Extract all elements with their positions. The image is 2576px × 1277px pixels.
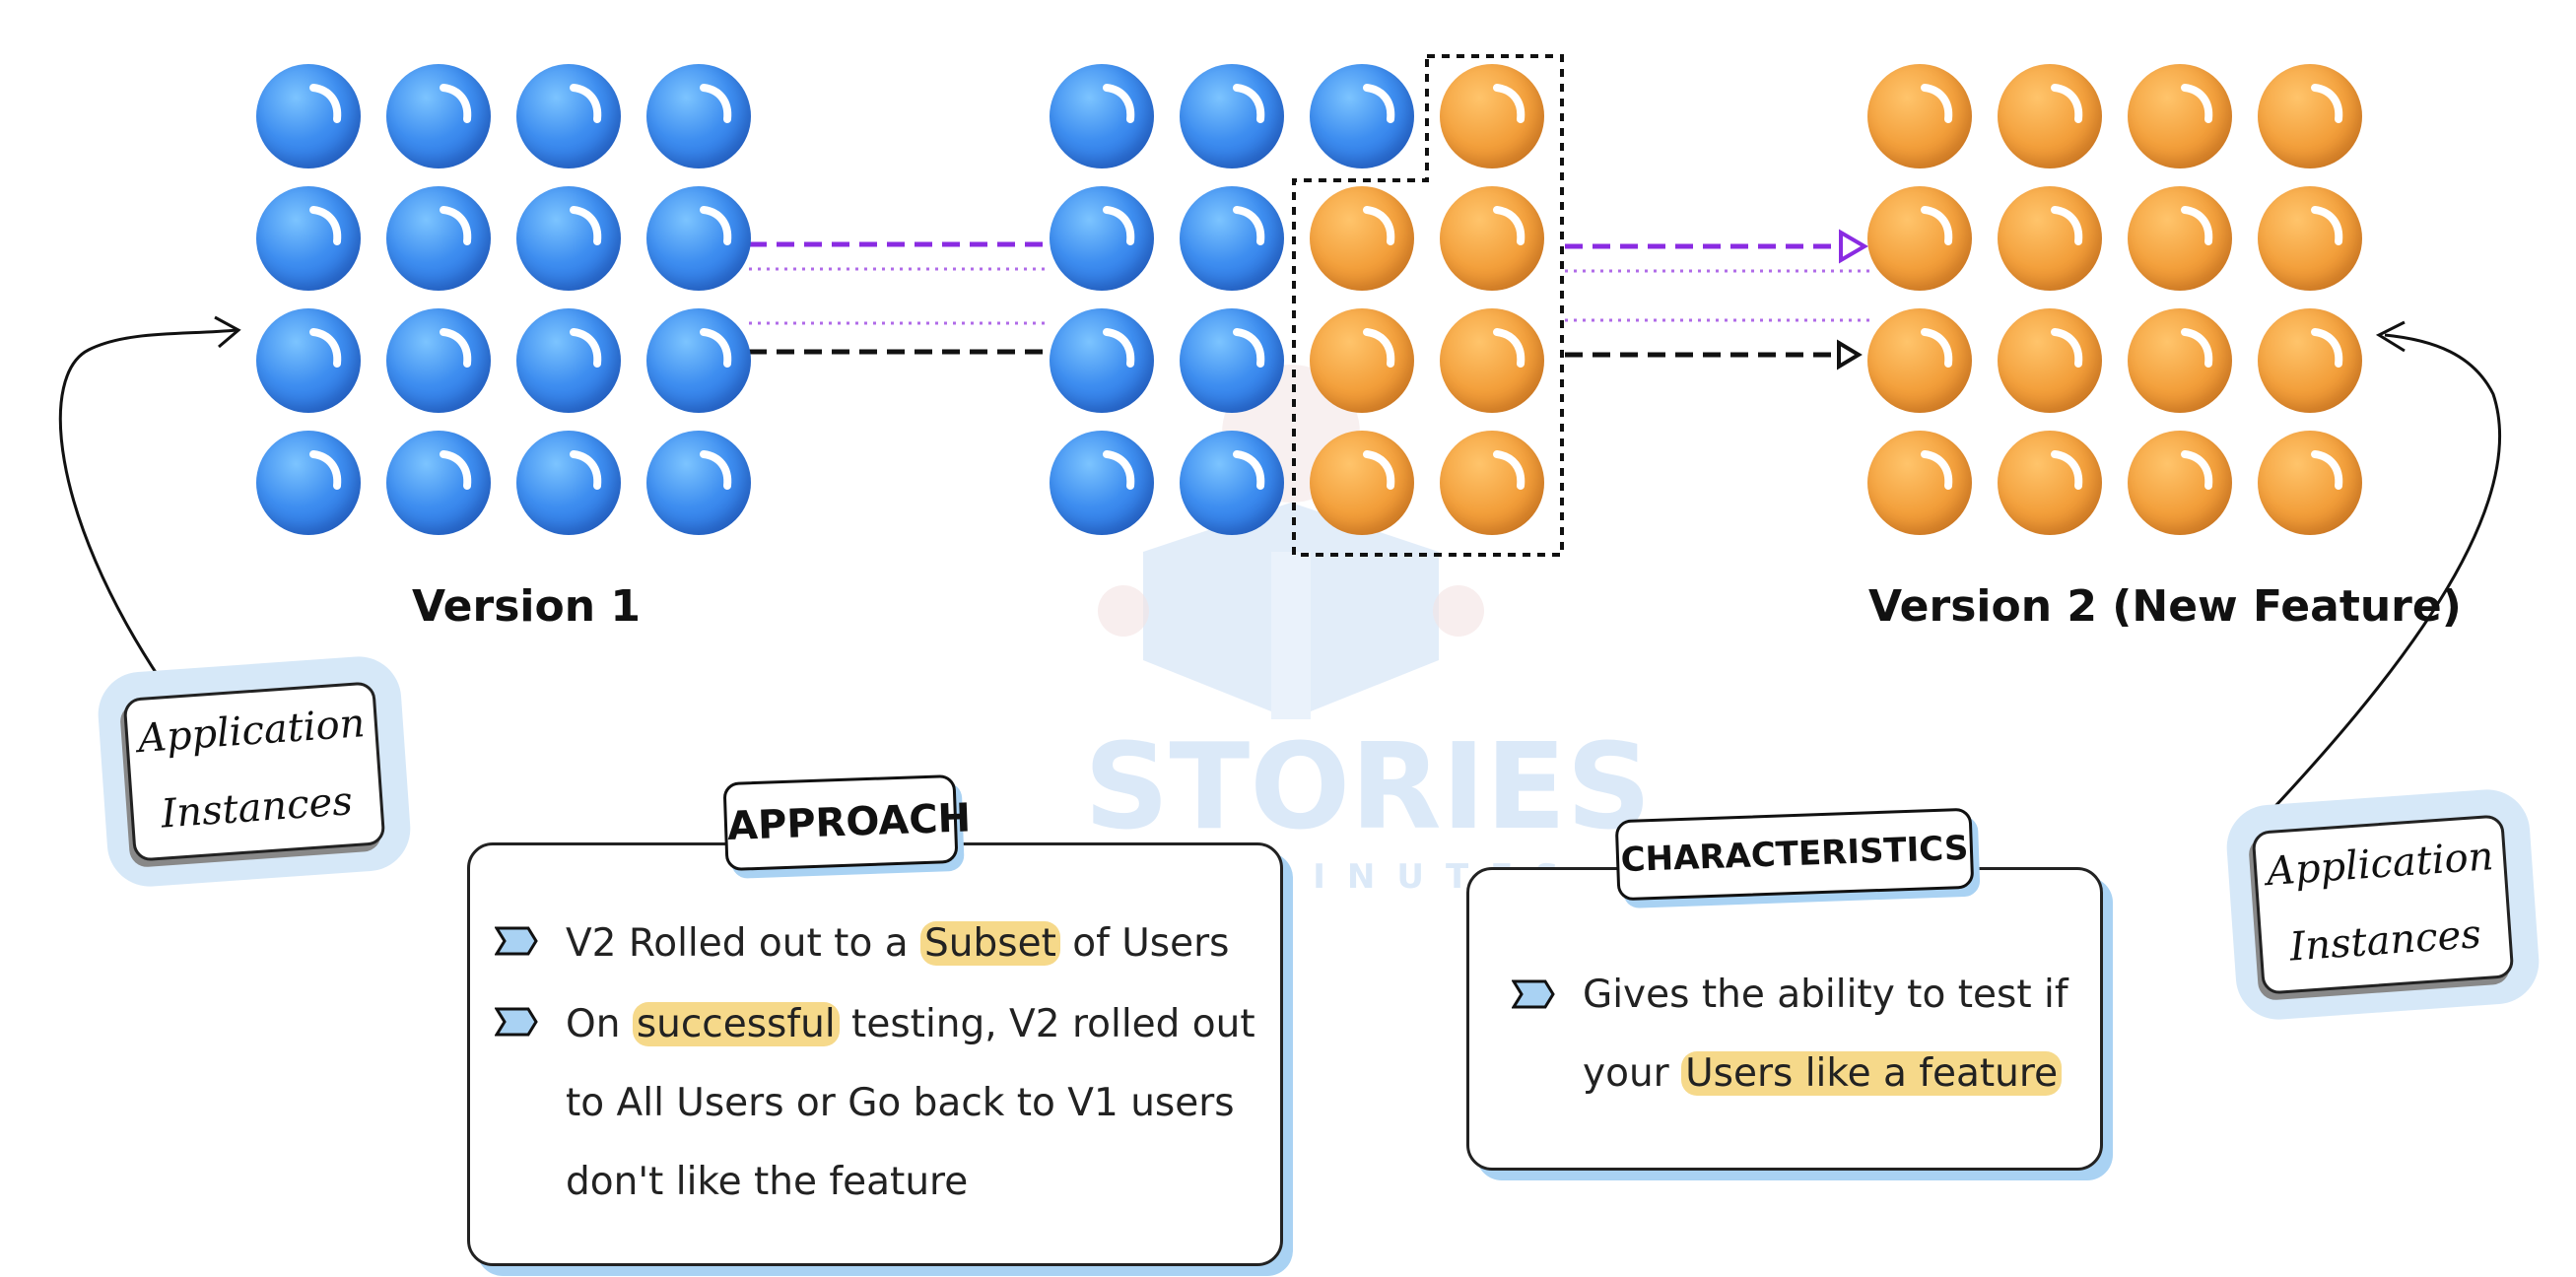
right-callout-text: Application Instances bbox=[2265, 834, 2495, 971]
characteristics-bullet-1-highlight: Users like a feature bbox=[1681, 1051, 2063, 1096]
orange-instance-ball bbox=[1998, 186, 2102, 291]
approach-bullet-1-text-a: V2 Rolled out to a bbox=[566, 921, 921, 966]
orange-instance-ball bbox=[1440, 431, 1544, 535]
orange-instance-ball bbox=[2128, 186, 2232, 291]
orange-instance-ball bbox=[2258, 64, 2362, 168]
blue-instance-ball bbox=[386, 186, 491, 291]
orange-instance-ball bbox=[2258, 186, 2362, 291]
characteristics-bullet-1: Gives the ability to test if your Users … bbox=[1583, 956, 2075, 1113]
black-arrowhead bbox=[1837, 339, 1863, 370]
blue-instance-ball bbox=[1050, 186, 1154, 291]
orange-instance-ball bbox=[2258, 308, 2362, 413]
blue-instance-ball bbox=[516, 308, 621, 413]
blue-instance-ball bbox=[386, 64, 491, 168]
orange-instance-ball bbox=[1440, 186, 1544, 291]
blue-instance-ball bbox=[1310, 64, 1414, 168]
orange-instance-ball bbox=[2128, 64, 2232, 168]
blue-instance-ball bbox=[1050, 431, 1154, 535]
blue-instance-ball bbox=[1180, 308, 1284, 413]
orange-instance-ball bbox=[1998, 431, 2102, 535]
blue-instance-ball bbox=[256, 64, 361, 168]
right-callout-arrowhead bbox=[2375, 320, 2406, 353]
left-callout-connector bbox=[58, 328, 237, 681]
orange-instance-ball bbox=[1310, 186, 1414, 291]
orange-instance-ball bbox=[1440, 64, 1544, 168]
orange-instance-ball bbox=[1867, 186, 1972, 291]
right-callout-connector bbox=[2261, 333, 2502, 822]
blue-instance-ball bbox=[386, 308, 491, 413]
version2-label: Version 2 (New Feature) bbox=[1868, 581, 2462, 632]
blue-instance-ball bbox=[1050, 64, 1154, 168]
blue-instance-ball bbox=[256, 186, 361, 291]
approach-bullet-1-highlight: Subset bbox=[920, 921, 1060, 966]
left-callout-arrowhead bbox=[214, 315, 241, 349]
blue-instance-ball bbox=[646, 308, 751, 413]
blue-instance-ball bbox=[1180, 64, 1284, 168]
characteristics-box bbox=[1466, 867, 2103, 1171]
orange-instance-ball bbox=[1310, 308, 1414, 413]
blue-instance-ball bbox=[386, 431, 491, 535]
right-application-instances-callout: Application Instances bbox=[2251, 814, 2515, 995]
version1-label: Version 1 bbox=[412, 581, 641, 632]
orange-instance-ball bbox=[2128, 431, 2232, 535]
blue-instance-ball bbox=[1180, 431, 1284, 535]
left-callout-text: Application Instances bbox=[136, 701, 367, 838]
blue-instance-ball bbox=[516, 431, 621, 535]
blue-instance-ball bbox=[256, 431, 361, 535]
orange-instance-ball bbox=[1867, 308, 1972, 413]
purple-arrowhead bbox=[1839, 229, 1868, 264]
approach-bullet-2-text-a: On bbox=[566, 1002, 633, 1046]
orange-instance-ball bbox=[1998, 64, 2102, 168]
approach-bullet-2: On successful testing, V2 rolled out to … bbox=[566, 985, 1255, 1222]
approach-bullet-1: V2 Rolled out to a Subset of Users bbox=[566, 905, 1255, 983]
approach-bullet-icon-1 bbox=[495, 926, 538, 956]
characteristics-title: CHARACTERISTICS bbox=[1614, 807, 1975, 902]
orange-instance-ball bbox=[1867, 64, 1972, 168]
blue-instance-ball bbox=[1050, 308, 1154, 413]
orange-instance-ball bbox=[1440, 308, 1544, 413]
blue-instance-ball bbox=[516, 186, 621, 291]
approach-bullet-2-highlight: successful bbox=[632, 1002, 840, 1046]
characteristics-bullet-1-text-a: Gives the ability to test if your bbox=[1583, 973, 2068, 1096]
blue-instance-ball bbox=[1180, 186, 1284, 291]
approach-title: APPROACH bbox=[722, 773, 972, 872]
approach-bullet-icon-2 bbox=[495, 1007, 538, 1037]
orange-instance-ball bbox=[1310, 431, 1414, 535]
approach-bullet-1-text-b: of Users bbox=[1059, 921, 1230, 966]
left-application-instances-callout: Application Instances bbox=[122, 681, 386, 862]
orange-instance-ball bbox=[1998, 308, 2102, 413]
rollout-subset-boundary bbox=[1292, 54, 1564, 557]
orange-instance-ball bbox=[1867, 431, 1972, 535]
blue-instance-ball bbox=[646, 64, 751, 168]
characteristics-bullet-icon-1 bbox=[1512, 979, 1555, 1009]
orange-instance-ball bbox=[2128, 308, 2232, 413]
approach-bullet-2-text-b: testing, V2 rolled out to All Users or G… bbox=[566, 1002, 1255, 1204]
blue-instance-ball bbox=[516, 64, 621, 168]
orange-instance-ball bbox=[2258, 431, 2362, 535]
blue-instance-ball bbox=[646, 186, 751, 291]
blue-instance-ball bbox=[646, 431, 751, 535]
blue-instance-ball bbox=[256, 308, 361, 413]
